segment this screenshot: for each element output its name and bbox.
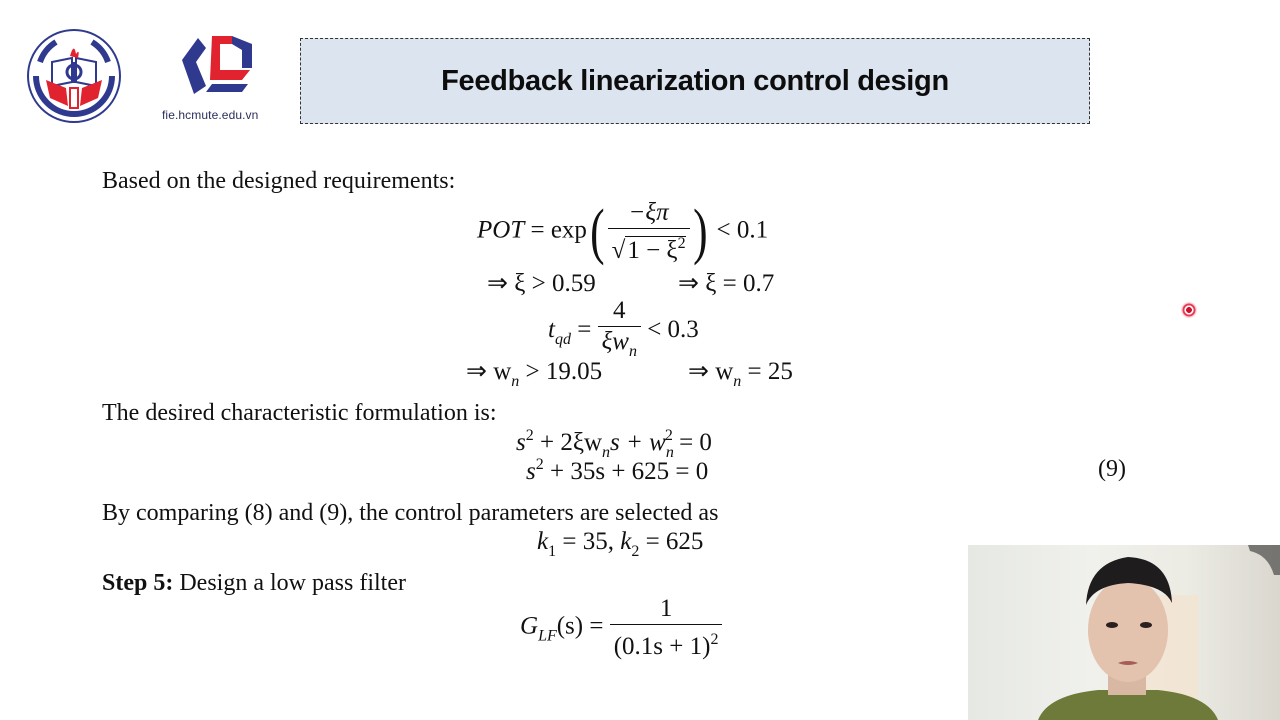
pot-den-text: 1 − ξ (627, 237, 678, 264)
tqd-op: = (577, 316, 592, 344)
tqd-lhs-sub: qd (554, 331, 571, 349)
pot-op: = exp (530, 216, 587, 244)
ce1-a: s (516, 429, 526, 456)
char-equation-general: s2 + 2ξwns + wn2 = 0 (516, 427, 712, 462)
tqd-den-text: ξw (601, 328, 629, 355)
tqd-numerator: 4 (597, 296, 641, 327)
left-paren: ( (590, 198, 605, 266)
ce1-b: + 2ξw (533, 429, 603, 456)
presenter-person-icon (1038, 545, 1280, 720)
wn-left-pre: ⇒ w (466, 358, 512, 385)
glf-lhs-sub: LF (538, 627, 557, 645)
presenter-webcam (968, 545, 1280, 720)
pot-denominator: √1 − ξ2 (611, 235, 686, 264)
ce1-d: = 0 (672, 429, 712, 456)
xi-result-left: ⇒ ξ > 0.59 (487, 270, 596, 297)
low-pass-filter-equation: GLF(s) = 1(0.1s + 1)2 (520, 594, 723, 662)
wn-result-right: ⇒ wn = 25 (688, 356, 793, 391)
ce1-a-sup: 2 (525, 427, 534, 444)
glf-lhs: G (520, 612, 539, 640)
step5-label: Step 5: (102, 570, 174, 596)
wn-left-post: > 19.05 (519, 358, 603, 385)
pot-equation: POT = exp(−ξπ √1 − ξ2) < 0.1 (477, 198, 768, 266)
pot-lhs: POT (477, 216, 525, 244)
wn-right-sub: n (733, 373, 742, 390)
pot-den-sup: 2 (677, 235, 686, 252)
ce1-b-sub: n (602, 444, 611, 461)
equation-number: (9) (1098, 456, 1126, 482)
pot-numerator: −ξπ (607, 198, 690, 229)
ce2-a: s (526, 458, 536, 485)
xi-result-right: ⇒ ξ = 0.7 (678, 270, 775, 297)
university-emblem-logo (26, 28, 122, 124)
slide-title: Feedback linearization control design (441, 64, 949, 97)
slide-title-box: Feedback linearization control design (300, 38, 1090, 124)
glf-numerator: 1 (609, 594, 723, 625)
faculty-logo (172, 30, 256, 106)
k1: k (537, 528, 549, 555)
ce2-a-sup: 2 (535, 456, 544, 473)
right-paren: ) (692, 198, 708, 266)
k2: k (620, 528, 632, 555)
step5-desc: Design a low pass filter (173, 570, 406, 596)
intro-text: Based on the designed requirements: (102, 168, 456, 194)
pot-fraction: −ξπ √1 − ξ2 (607, 198, 690, 266)
gains-equation: k1 = 35, k2 = 625 (537, 528, 703, 561)
glf-den-sup: 2 (710, 631, 719, 648)
wn-right-post: = 25 (741, 358, 793, 385)
k2-value: = 625 (639, 528, 704, 555)
k1-sub: 1 (548, 543, 557, 560)
tqd-denominator: ξwn (598, 327, 641, 367)
laser-pointer-icon (1181, 302, 1197, 318)
pot-rhs: < 0.1 (716, 216, 769, 244)
char-equation-numeric: s2 + 35s + 625 = 0 (526, 456, 708, 486)
faculty-url: fie.hcmute.edu.vn (162, 108, 259, 122)
ce1-c: s + w (610, 429, 666, 456)
ce2-b: + 35s + 625 = 0 (543, 458, 709, 485)
glf-fraction: 1(0.1s + 1)2 (609, 594, 723, 662)
wn-right-pre: ⇒ w (688, 358, 734, 385)
ce1-c-sup: 2 (664, 427, 673, 444)
glf-arg: (s) = (556, 612, 604, 640)
step5-text: Step 5: Design a low pass filter (102, 570, 406, 597)
tqd-rhs: < 0.3 (647, 316, 699, 344)
university-emblem-icon (27, 29, 121, 123)
faculty-logo-icon (182, 36, 252, 94)
glf-den-text: (0.1s + 1) (613, 633, 711, 660)
compare-text: By comparing (8) and (9), the control pa… (102, 500, 719, 526)
wn-result-left: ⇒ wn > 19.05 (466, 356, 602, 391)
tqd-lhs: t (548, 316, 555, 344)
ce1-c-sub: n (665, 444, 674, 461)
char-intro-text: The desired characteristic formulation i… (102, 400, 497, 426)
wn-left-sub: n (511, 373, 520, 390)
tqd-den-sub: n (628, 343, 637, 360)
glf-denominator: (0.1s + 1)2 (610, 625, 723, 662)
k2-sub: 2 (631, 543, 640, 560)
k1-value: = 35, (556, 528, 621, 555)
